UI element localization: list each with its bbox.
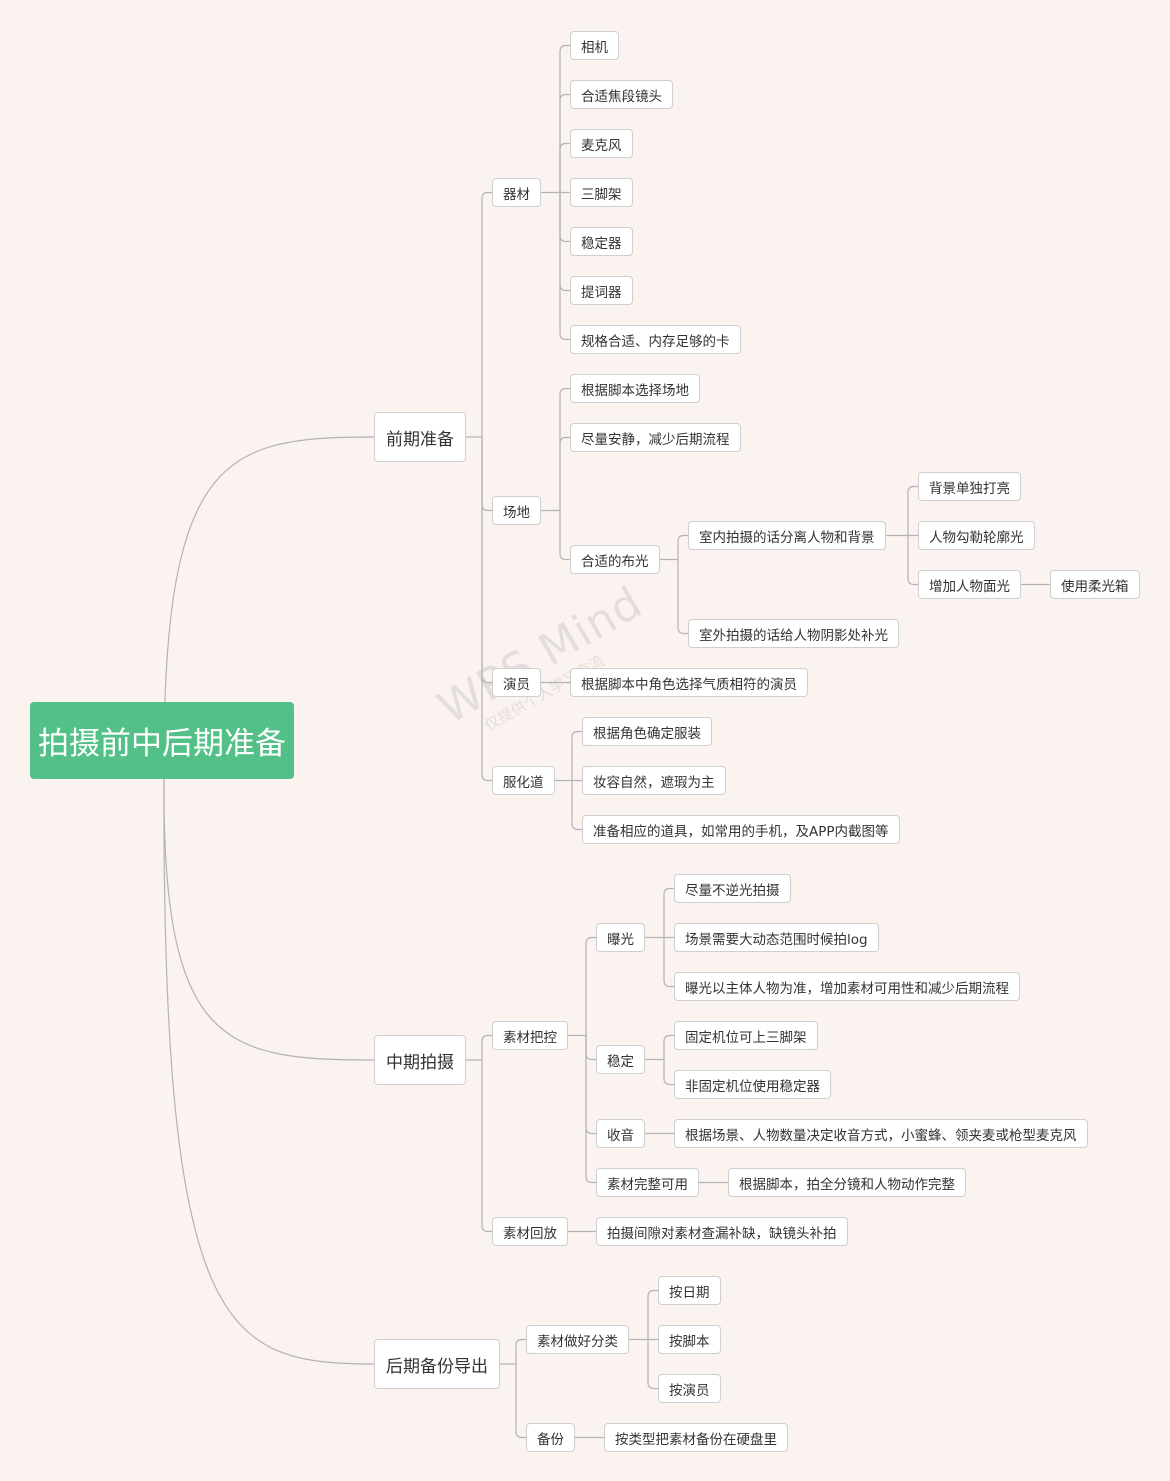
subtopic-stability[interactable]: 稳定: [596, 1045, 645, 1074]
list-item[interactable]: 相机: [570, 31, 619, 60]
list-item[interactable]: 背景单独打亮: [918, 472, 1021, 501]
list-item[interactable]: 人物勾勒轮廓光: [918, 521, 1035, 550]
list-item[interactable]: 妆容自然，遮瑕为主: [582, 766, 726, 795]
subtopic-venue[interactable]: 场地: [492, 496, 541, 525]
list-item[interactable]: 麦克风: [570, 129, 633, 158]
list-item[interactable]: 规格合适、内存足够的卡: [570, 325, 741, 354]
list-item[interactable]: 准备相应的道具，如常用的手机，及APP内截图等: [582, 815, 900, 844]
list-item[interactable]: 按演员: [658, 1374, 721, 1403]
list-item[interactable]: 场景需要大动态范围时候拍log: [674, 923, 879, 952]
subtopic-exposure[interactable]: 曝光: [596, 923, 645, 952]
list-item[interactable]: 按脚本: [658, 1325, 721, 1354]
list-item[interactable]: 非固定机位使用稳定器: [674, 1070, 831, 1099]
subtopic-costume[interactable]: 服化道: [492, 766, 555, 795]
list-item[interactable]: 按日期: [658, 1276, 721, 1305]
list-item[interactable]: 尽量安静，减少后期流程: [570, 423, 741, 452]
list-item[interactable]: 使用柔光箱: [1050, 570, 1140, 599]
list-item[interactable]: 根据脚本选择场地: [570, 374, 700, 403]
root-topic[interactable]: 拍摄前中后期准备: [30, 702, 294, 779]
list-item[interactable]: 拍摄间隙对素材查漏补缺，缺镜头补拍: [596, 1217, 848, 1246]
list-item[interactable]: 根据脚本，拍全分镜和人物动作完整: [728, 1168, 966, 1197]
list-item[interactable]: 尽量不逆光拍摄: [674, 874, 791, 903]
topic-post-backup[interactable]: 后期备份导出: [374, 1339, 500, 1389]
topic-mid-shooting[interactable]: 中期拍摄: [374, 1035, 466, 1085]
list-item[interactable]: 固定机位可上三脚架: [674, 1021, 818, 1050]
list-item[interactable]: 提词器: [570, 276, 633, 305]
subtopic-actors[interactable]: 演员: [492, 668, 541, 697]
list-item[interactable]: 根据场景、人物数量决定收音方式，小蜜蜂、领夹麦或枪型麦克风: [674, 1119, 1088, 1148]
list-item[interactable]: 稳定器: [570, 227, 633, 256]
topic-pre-production[interactable]: 前期准备: [374, 412, 466, 462]
list-item[interactable]: 增加人物面光: [918, 570, 1021, 599]
list-item[interactable]: 按类型把素材备份在硬盘里: [604, 1423, 788, 1452]
subtopic-playback[interactable]: 素材回放: [492, 1217, 568, 1246]
subtopic-backup[interactable]: 备份: [526, 1423, 575, 1452]
list-item[interactable]: 室外拍摄的话给人物阴影处补光: [688, 619, 899, 648]
subtopic-lighting[interactable]: 合适的布光: [570, 545, 660, 574]
subtopic-material-control[interactable]: 素材把控: [492, 1021, 568, 1050]
subtopic-indoor-lighting[interactable]: 室内拍摄的话分离人物和背景: [688, 521, 886, 550]
subtopic-equipment[interactable]: 器材: [492, 178, 541, 207]
list-item[interactable]: 根据脚本中角色选择气质相符的演员: [570, 668, 808, 697]
list-item[interactable]: 合适焦段镜头: [570, 80, 673, 109]
list-item[interactable]: 曝光以主体人物为准，增加素材可用性和减少后期流程: [674, 972, 1020, 1001]
subtopic-complete[interactable]: 素材完整可用: [596, 1168, 699, 1197]
subtopic-audio[interactable]: 收音: [596, 1119, 645, 1148]
list-item[interactable]: 根据角色确定服装: [582, 717, 712, 746]
list-item[interactable]: 三脚架: [570, 178, 633, 207]
subtopic-classify[interactable]: 素材做好分类: [526, 1325, 629, 1354]
